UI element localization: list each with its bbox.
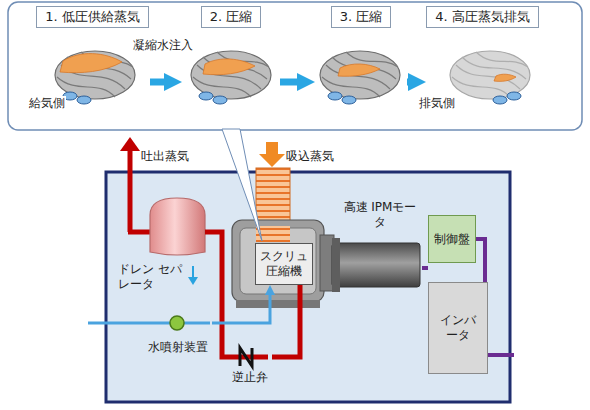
inlet-port	[199, 92, 213, 100]
discharge-pipe	[128, 230, 152, 235]
screw-rotor	[191, 51, 271, 99]
valve-node: 逆止弁	[228, 345, 272, 385]
motor-body	[332, 243, 420, 287]
node-text: 4. 高圧蒸気排気	[426, 6, 539, 28]
connector	[212, 295, 270, 323]
drain-arrow	[192, 266, 194, 278]
suction-inlet	[256, 168, 290, 242]
inlet-port	[342, 96, 356, 104]
connector	[407, 79, 408, 86]
injector-node: 水噴射装置	[144, 315, 212, 355]
connector	[272, 285, 300, 357]
discharge-pipe	[128, 149, 133, 232]
part-label: 吸込蒸気	[285, 149, 335, 163]
node-text: 2. 圧縮	[201, 6, 262, 28]
outlet-port	[507, 92, 521, 100]
steam-band	[338, 64, 380, 76]
unit-housing	[106, 172, 510, 402]
screw-rotor	[450, 51, 530, 99]
suction-arrow	[259, 142, 285, 167]
node-text: 1. 低圧供給蒸気	[36, 6, 149, 28]
node-text: 制御盤	[434, 232, 470, 247]
node-text: 3. 圧縮	[331, 6, 392, 28]
node-text: 逆止弁	[232, 370, 268, 385]
part-label: 吐出蒸気	[140, 149, 190, 163]
steam-band	[203, 59, 255, 75]
inverter-box: インバータ	[428, 282, 488, 374]
compressor-base	[236, 300, 320, 308]
separator-node: ドレン セパレータ	[112, 195, 205, 292]
screw-rotor	[55, 51, 135, 99]
node-text: 高速 IPMモータ	[342, 200, 418, 230]
connector	[205, 232, 228, 357]
part-label: 排気側	[418, 96, 456, 110]
inlet-port	[213, 96, 227, 104]
motor-node: 高速 IPMモータ	[338, 200, 422, 290]
step-box: 2. 圧縮	[182, 6, 280, 116]
drain-arrow	[188, 277, 198, 285]
control-panel: 制御盤	[428, 215, 476, 263]
motor-flange	[332, 238, 340, 292]
drain-separator	[150, 198, 205, 255]
inlet-port	[77, 96, 91, 104]
screw-rotor	[320, 51, 400, 99]
node-text: スクリュ 圧縮機	[259, 249, 309, 279]
steps-panel	[8, 2, 582, 130]
part-label: 凝縮水注入	[132, 38, 194, 52]
check-valve-symbol	[240, 348, 252, 366]
outlet-port	[493, 96, 507, 104]
part-label: 給気側	[28, 96, 66, 110]
connector	[280, 79, 297, 86]
discharge-arrow	[120, 137, 140, 151]
step-box: 3. 圧縮	[315, 6, 407, 116]
node-text: ドレン セパレータ	[118, 262, 184, 292]
connector	[150, 79, 164, 86]
node-text: インバータ	[438, 313, 478, 343]
callout-pointer	[222, 129, 262, 241]
water-injector	[170, 316, 184, 330]
inlet-port	[328, 92, 342, 100]
water-pipe	[184, 322, 210, 325]
compressor-casing	[232, 220, 324, 302]
steam-band	[60, 54, 122, 73]
compressor-box: スクリュ 圧縮機	[255, 243, 313, 285]
water-pipe	[88, 322, 170, 325]
power-line	[488, 353, 514, 357]
connector	[422, 266, 428, 270]
connector	[476, 239, 485, 282]
node-text: 水噴射装置	[148, 340, 208, 355]
steam-band	[494, 74, 516, 81]
